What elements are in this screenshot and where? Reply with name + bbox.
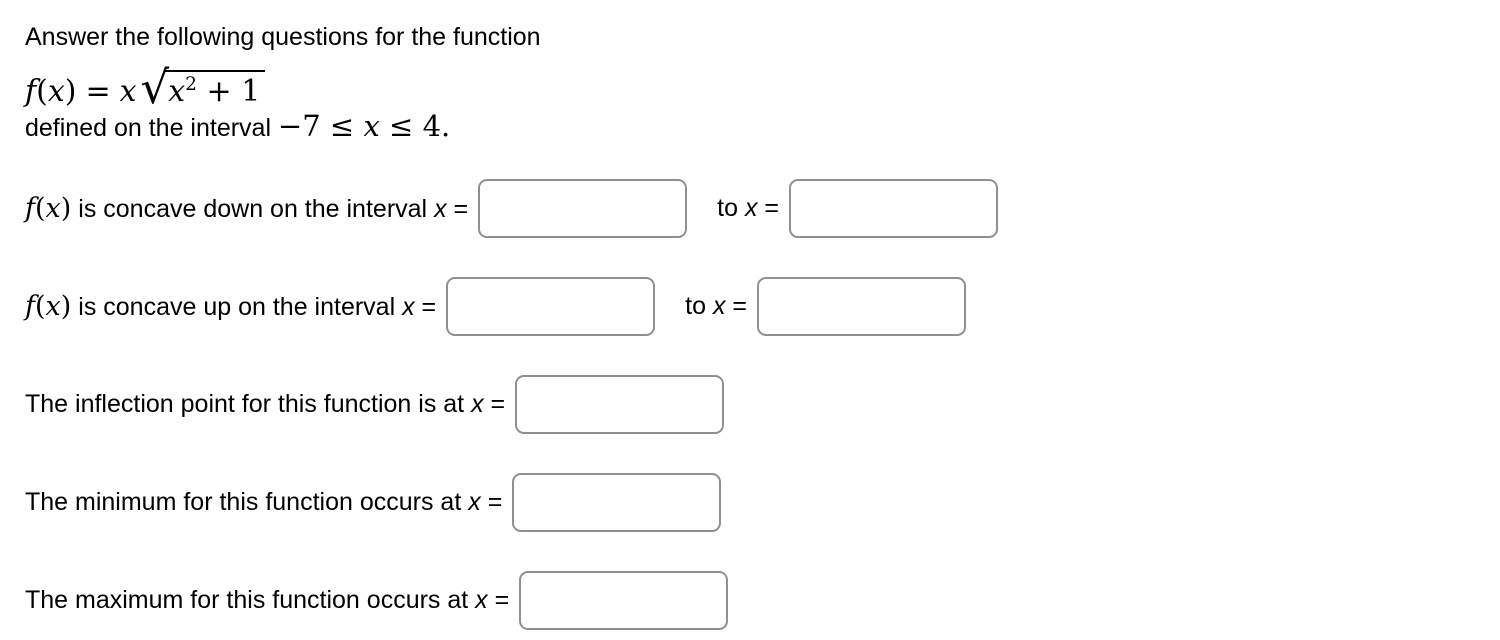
formula-equals: = (85, 74, 111, 109)
maximum-input[interactable] (519, 571, 729, 630)
interval-right: ≤ 4. (389, 109, 451, 143)
concave-up-start-input[interactable] (446, 277, 656, 336)
interval-math: −7 ≤ x ≤ 4. (278, 109, 450, 143)
concave-down-end-input[interactable] (789, 179, 998, 238)
concave-up-end-input[interactable] (757, 277, 967, 336)
formula-fname: f (25, 74, 37, 109)
interval-left: −7 ≤ (277, 109, 355, 143)
question-label: The inflection point for this function i… (25, 390, 506, 418)
formula-lparen: ( (36, 74, 48, 109)
question-label: f(x) is concave down on the interval x = (25, 193, 469, 224)
concave-down-start-input[interactable] (478, 179, 688, 238)
math-fx: f(x) (25, 193, 72, 224)
formula-arg: x (47, 74, 65, 109)
to-x-equals-label: to x = (717, 194, 779, 222)
question-row-concave-up: f(x) is concave up on the interval x = t… (25, 277, 1500, 336)
radical-symbol: √ (140, 61, 170, 114)
inflection-point-input[interactable] (515, 375, 725, 434)
square-root-expression: √x2 + 1 (140, 61, 266, 114)
interval-statement: defined on the interval −7 ≤ x ≤ 4. (25, 110, 1500, 144)
formula-coef: x (119, 74, 137, 109)
radicand: x2 + 1 (165, 70, 266, 109)
question-label: The minimum for this function occurs at … (25, 488, 503, 516)
interval-text: defined on the interval (25, 114, 272, 142)
math-fx: f(x) (25, 291, 72, 322)
question-label: The maximum for this function occurs at … (25, 586, 510, 614)
formula-rparen: ) (64, 74, 77, 109)
radicand-rest: + 1 (206, 74, 261, 109)
question-row-concave-down: f(x) is concave down on the interval x =… (25, 179, 1500, 238)
radicand-exponent: 2 (185, 74, 197, 95)
function-formula: f(x)=x√x2 + 1 (25, 56, 1500, 114)
question-intro-text: Answer the following questions for the f… (25, 23, 541, 51)
minimum-input[interactable] (512, 473, 722, 532)
question-panel: Answer the following questions for the f… (25, 22, 1500, 630)
question-row-inflection: The inflection point for this function i… (25, 375, 1500, 434)
question-label: f(x) is concave up on the interval x = (25, 291, 437, 322)
to-x-equals-label: to x = (685, 292, 748, 320)
radicand-var: x (168, 74, 186, 109)
question-row-minimum: The minimum for this function occurs at … (25, 473, 1500, 532)
interval-var: x (363, 109, 380, 143)
question-row-maximum: The maximum for this function occurs at … (25, 571, 1500, 630)
